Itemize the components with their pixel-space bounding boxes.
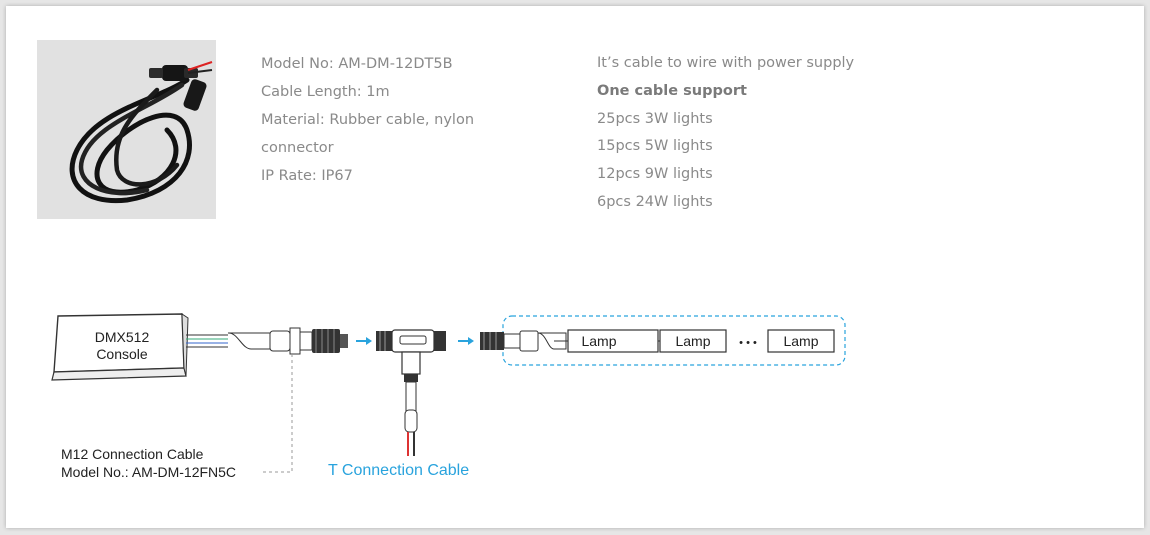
spec-list: Model No: AM-DM-12DT5B Cable Length: 1m … xyxy=(261,50,561,190)
support-heading: One cable support xyxy=(597,82,747,99)
support-list: It’s cable to wire with power supply One… xyxy=(597,50,917,217)
ip-rate: IP Rate: IP67 xyxy=(261,168,353,184)
support-intro: It’s cable to wire with power supply xyxy=(597,55,855,71)
wiring-diagram: DMX512 Console M12 Connection Cable Mode… xyxy=(51,313,846,480)
arrow-right-icon xyxy=(458,337,474,345)
arrow-right-icon xyxy=(356,337,372,345)
support-item: 15pcs 5W lights xyxy=(597,138,713,155)
lamp-ellipsis: • • • xyxy=(739,337,757,349)
dmx512-console: DMX512 Console xyxy=(51,313,189,381)
lamp-box xyxy=(659,329,727,353)
support-item: 12pcs 9W lights xyxy=(597,166,713,183)
m12-label-line1: M12 Connection Cable xyxy=(61,446,204,462)
support-item: 25pcs 3W lights xyxy=(597,110,713,127)
material-line-2: connector xyxy=(261,140,334,156)
lamp-label: Lamp xyxy=(783,333,818,349)
lamp-label: Lamp xyxy=(581,333,616,349)
product-card: Model No: AM-DM-12DT5B Cable Length: 1m … xyxy=(6,6,1144,528)
console-label-line1: DMX512 xyxy=(95,329,150,345)
support-item: 6pcs 24W lights xyxy=(597,193,713,210)
cable-length: Cable Length: 1m xyxy=(261,84,390,100)
product-photo xyxy=(37,40,216,219)
cable-photo-icon xyxy=(69,61,213,204)
lamp-label: Lamp xyxy=(675,333,710,349)
m12-label-line2: Model No.: AM-DM-12FN5C xyxy=(61,464,236,480)
console-label-line2: Console xyxy=(96,346,148,362)
lamp-connector xyxy=(480,330,568,352)
m12-cable xyxy=(186,327,348,355)
m12-leader-line xyxy=(262,354,293,473)
model-number: Model No: AM-DM-12DT5B xyxy=(261,56,453,72)
t-connector xyxy=(376,329,446,456)
material-line-1: Material: Rubber cable, nylon xyxy=(261,112,475,128)
lamp-chain: Lamp Lamp • • • Lamp xyxy=(567,329,835,353)
t-connection-label: T Connection Cable xyxy=(328,462,469,479)
lamp-box xyxy=(767,329,835,353)
